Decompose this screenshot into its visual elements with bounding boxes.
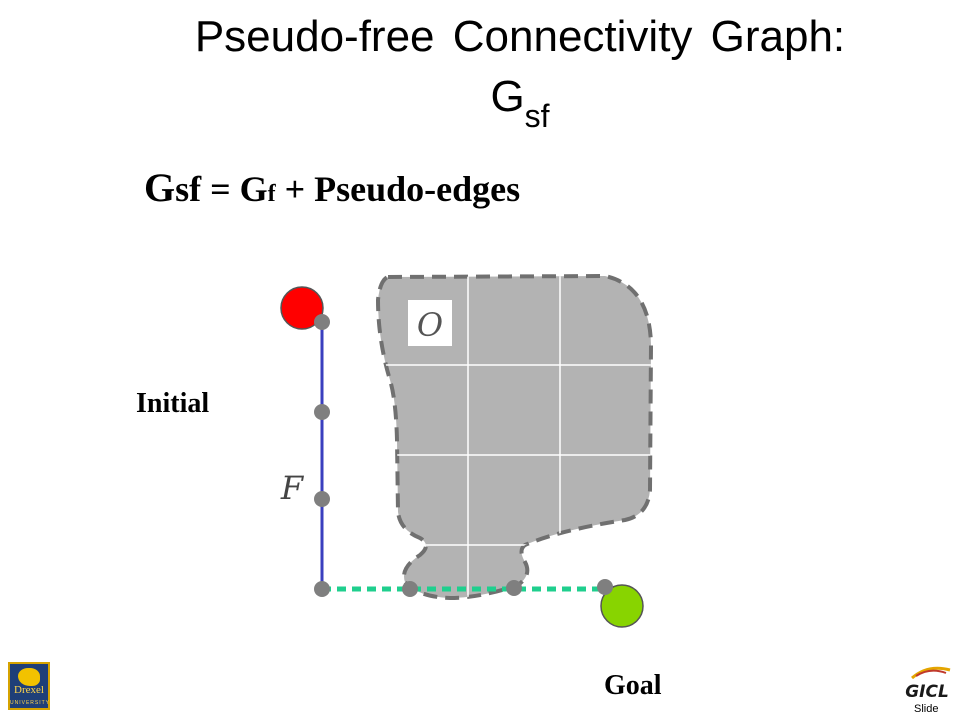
slide-title-graph-name: Gsf [0, 72, 960, 134]
free-space-symbol: F [280, 469, 305, 507]
graph-equation: Gsf = Gf + Pseudo-edges [144, 164, 520, 211]
graph-node [314, 404, 330, 420]
graph-node [597, 579, 613, 595]
slide-footer-label: Slide [914, 703, 939, 715]
gicl-logo-text: GICL [905, 682, 949, 702]
equation-g: G [144, 165, 176, 210]
slide-title: Pseudo-free Connectivity Graph: [194, 12, 846, 61]
initial-configuration [280, 286, 324, 330]
graph-node [314, 314, 330, 330]
dragon-icon [18, 668, 40, 686]
equation-sub-f: f [267, 181, 276, 207]
obstacle-region [375, 273, 654, 601]
equation-rest: + Pseudo-edges [275, 169, 521, 209]
graph-node [314, 581, 330, 597]
drexel-logo-subtext: UNIVERSITY [10, 700, 51, 706]
initial-label: Initial [136, 388, 210, 419]
goal-label: Goal [604, 670, 662, 701]
equation-sub-sf: sf [175, 169, 202, 209]
gicl-logo: GICL [905, 666, 951, 702]
graph-node [402, 581, 418, 597]
title-main-letter: G [490, 72, 525, 121]
obstacle-symbol: O [417, 306, 443, 344]
drexel-logo: Drexel UNIVERSITY [8, 662, 50, 710]
title-subscript: sf [524, 98, 550, 134]
equation-equals-g: = G [201, 169, 268, 209]
drexel-logo-text: Drexel [14, 684, 44, 696]
goal-configuration [600, 584, 644, 628]
graph-node [506, 580, 522, 596]
graph-node [314, 491, 330, 507]
obstacle-label-box [408, 300, 452, 346]
